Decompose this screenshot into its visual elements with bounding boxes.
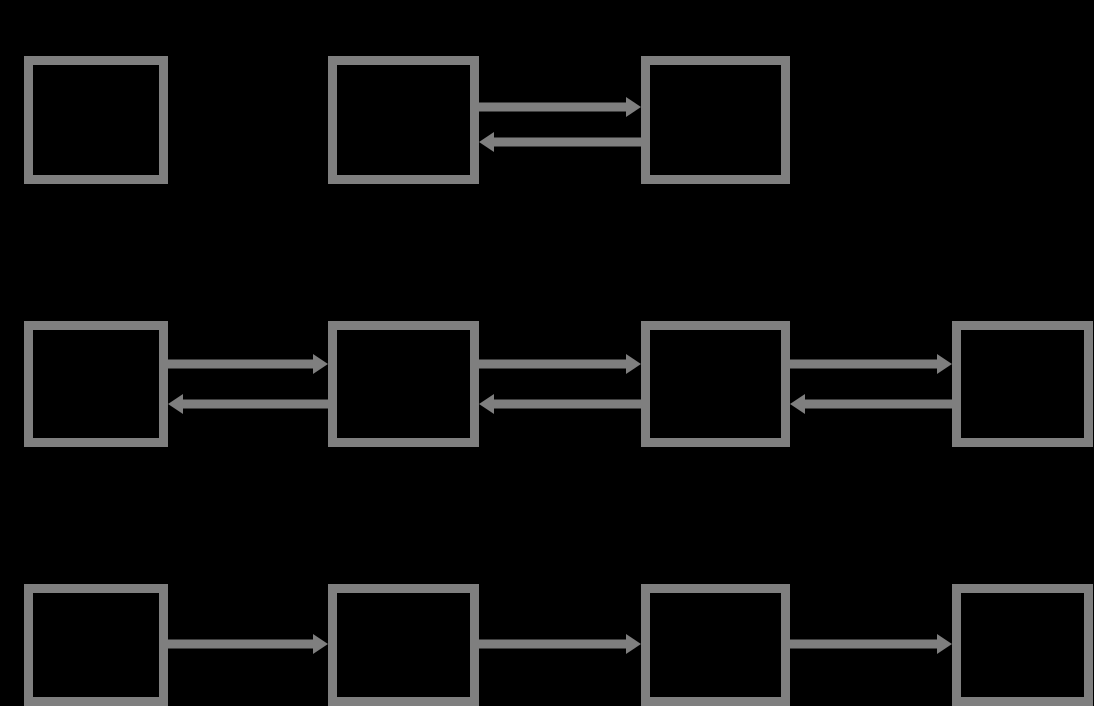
node-box: [641, 321, 790, 447]
arrow-head: [626, 97, 641, 117]
arrow-head: [168, 394, 183, 414]
node-box: [952, 584, 1093, 706]
arrow-head: [479, 394, 494, 414]
link-line: [491, 137, 641, 147]
arrow-head: [313, 354, 328, 374]
doubly-linked-chain: [24, 321, 1093, 447]
node-box: [328, 584, 479, 706]
link-line: [479, 639, 629, 649]
node-box: [641, 584, 790, 706]
arrow-head: [626, 634, 641, 654]
arrow-head: [479, 132, 494, 152]
link-line: [790, 639, 940, 649]
node-box: [641, 56, 790, 184]
node-box: [24, 56, 168, 184]
node-box: [328, 321, 479, 447]
arrow-head: [626, 354, 641, 374]
arrow-head: [937, 634, 952, 654]
link-line: [168, 359, 316, 369]
node-box: [952, 321, 1093, 447]
link-line: [802, 399, 952, 409]
arrow-head: [790, 394, 805, 414]
link-line: [491, 399, 641, 409]
arrow-head: [313, 634, 328, 654]
single-node-and-doubly-linked-pair: [24, 56, 790, 184]
arrow-head: [937, 354, 952, 374]
singly-linked-chain: [24, 584, 1093, 706]
node-box: [24, 321, 168, 447]
link-line: [479, 102, 629, 112]
link-line: [180, 399, 328, 409]
link-line: [479, 359, 629, 369]
link-line: [168, 639, 316, 649]
node-box: [328, 56, 479, 184]
node-box: [24, 584, 168, 706]
link-line: [790, 359, 940, 369]
